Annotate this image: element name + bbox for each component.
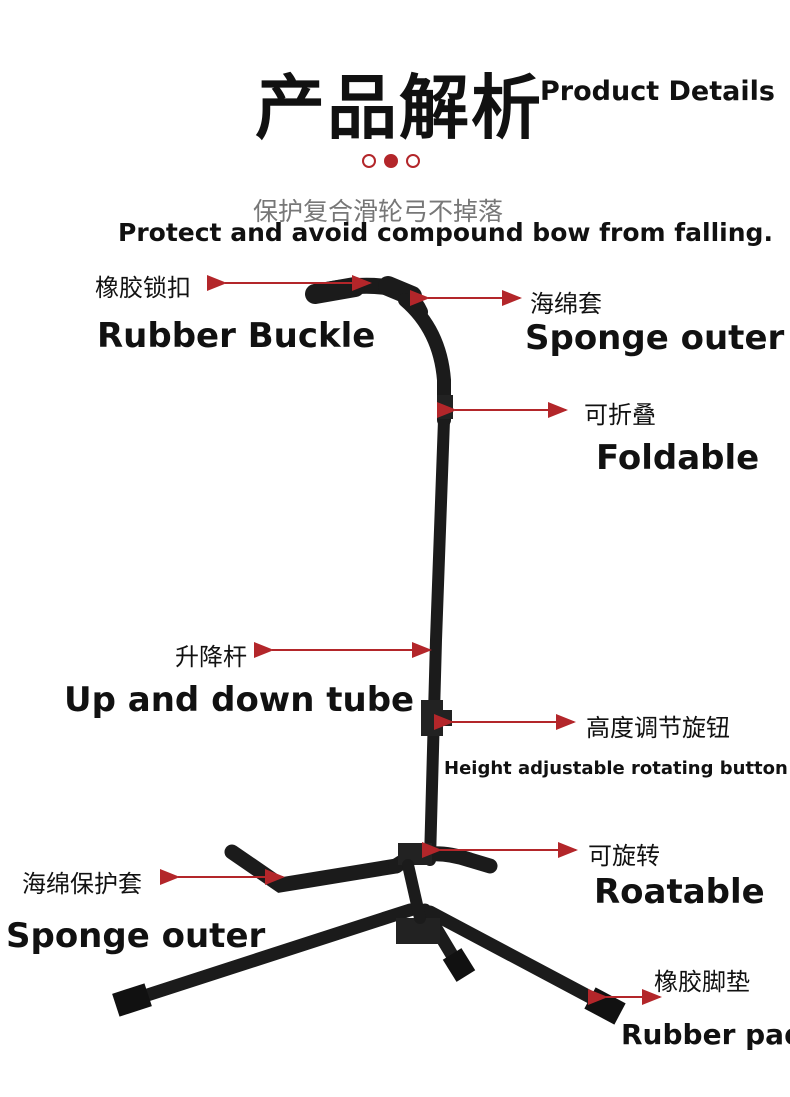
label-sponge-top-en: Sponge outer [525,318,785,358]
dot-empty-icon [362,154,376,168]
label-rubber-pad-en: Rubber pad [621,1018,790,1051]
label-foldable-en: Foldable [596,438,760,478]
label-height-button-en: Height adjustable rotating button [444,758,788,779]
label-sponge-top-cn: 海绵套 [530,290,602,318]
label-foldable-cn: 可折叠 [584,401,656,429]
dot-empty-icon [406,154,420,168]
page-title-cn: 产品解析 [255,67,543,149]
label-rubber-buckle-cn: 橡胶锁扣 [95,274,191,302]
page-title-en: Product Details [540,76,775,107]
label-height-button-cn: 高度调节旋钮 [586,714,730,742]
label-tube-cn: 升降杆 [175,643,247,671]
label-tube-en: Up and down tube [64,680,415,720]
dot-active-icon [384,154,398,168]
label-sponge-bottom-cn: 海绵保护套 [22,870,142,898]
label-rubber-buckle-en: Rubber Buckle [97,316,376,356]
label-rubber-pad-cn: 橡胶脚垫 [654,968,750,996]
carousel-dots [362,154,420,168]
subtitle-cn: 保护复合滑轮弓不掉落 [253,197,504,226]
label-rotatable-en: Roatable [594,872,765,912]
subtitle-en: Protect and avoid compound bow from fall… [118,218,773,247]
label-rotatable-cn: 可旋转 [588,842,660,870]
label-sponge-bottom-en: Sponge outer [6,916,266,956]
